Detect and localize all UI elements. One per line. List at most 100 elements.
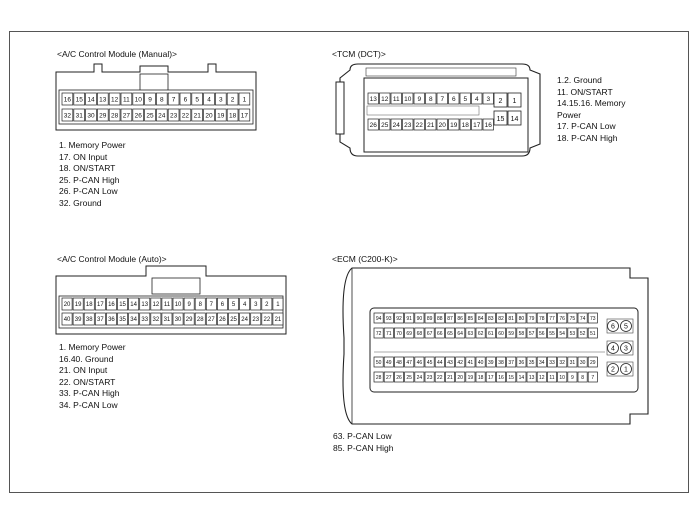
tcm-note: 14.15.16. Memory xyxy=(557,98,626,109)
ecm-pin-label-73: 73 xyxy=(590,316,596,322)
ecm-pin-cell-68 xyxy=(414,327,425,339)
ecm-pin-label-38: 38 xyxy=(498,360,504,366)
tcm-pin-label-7: 7 xyxy=(440,96,444,103)
auto-pin-label-32: 32 xyxy=(153,317,160,323)
ecm-pin-label-60: 60 xyxy=(498,331,504,337)
ecm-pin-cell-66 xyxy=(434,327,445,339)
auto-pin-cell-37 xyxy=(94,312,106,326)
tcm-note: 17. P-CAN Low xyxy=(557,121,616,132)
manual-pin-cell-24 xyxy=(156,108,168,122)
ecm-pin-cell-55 xyxy=(547,327,557,339)
ecm-pin-label-17: 17 xyxy=(488,375,494,381)
ecm-pin-label-44: 44 xyxy=(437,360,443,366)
ecm-pin-label-75: 75 xyxy=(570,316,576,322)
auto-pin-cell-15 xyxy=(117,297,128,311)
manual-pin-cell-3 xyxy=(215,92,227,106)
ecm-pin-label-93: 93 xyxy=(386,316,392,322)
ecm-pin-label-45: 45 xyxy=(427,360,433,366)
manual-pin-label-30: 30 xyxy=(87,112,95,119)
manual-pin-cell-2 xyxy=(226,92,239,106)
ecm-pin-cell-90 xyxy=(414,312,425,324)
ecm-pin-label-62: 62 xyxy=(478,331,484,337)
ecm-pin-label-25: 25 xyxy=(406,375,412,381)
manual-note: 1. Memory Power xyxy=(59,140,126,150)
ecm-pin-label-26: 26 xyxy=(396,375,402,381)
tcm-big-pin-label-14: 14 xyxy=(511,116,519,123)
ecm-pin-cell-44 xyxy=(434,356,445,368)
manual-pin-label-14: 14 xyxy=(87,96,95,103)
ecm-power-pin-label-4: 4 xyxy=(611,346,615,353)
ecm-pin-cell-12 xyxy=(536,371,547,383)
tcm-housing xyxy=(339,63,541,157)
ecm-pin-cell-75 xyxy=(567,312,578,324)
ecm-pin-cell-56 xyxy=(536,327,547,339)
ecm-pin-label-23: 23 xyxy=(427,375,433,381)
ecm-pin-label-74: 74 xyxy=(580,316,586,322)
ecm-pin-label-82: 82 xyxy=(498,316,504,322)
manual-pin-label-23: 23 xyxy=(170,112,178,119)
ecm-pin-cell-14 xyxy=(516,371,527,383)
auto-pin-cell-1 xyxy=(272,297,284,311)
ecm-pin-cell-59 xyxy=(506,327,517,339)
ecm-pin-cell-52 xyxy=(577,327,588,339)
ecm-power-pin-label-3: 3 xyxy=(624,346,628,353)
tcm-pin-cell-21 xyxy=(425,118,437,131)
ecm-pin-cell-39 xyxy=(485,356,496,368)
ecm-pin-label-91: 91 xyxy=(406,316,412,322)
auto-module-title: <A/C Control Module (Auto)> xyxy=(57,254,167,264)
auto-pin-cell-12 xyxy=(150,297,162,311)
ecm-pin-cell-21 xyxy=(445,371,455,383)
ecm-pin-cell-58 xyxy=(516,327,527,339)
ecm-pin-label-24: 24 xyxy=(417,375,423,381)
ecm-pin-cell-61 xyxy=(485,327,496,339)
ecm-power-pin-3 xyxy=(620,342,632,354)
ecm-pin-label-54: 54 xyxy=(559,331,565,337)
tcm-note: 11. ON/START xyxy=(557,86,613,97)
auto-pin-label-16: 16 xyxy=(108,302,115,308)
tcm-pin-cell-17 xyxy=(471,118,483,131)
tcm-top-rib xyxy=(365,67,517,77)
auto-pin-label-4: 4 xyxy=(243,302,247,308)
tcm-pin-cell-7 xyxy=(436,92,448,105)
manual-pin-cell-12 xyxy=(108,92,121,106)
manual-pin-label-15: 15 xyxy=(76,96,84,103)
auto-pin-label-27: 27 xyxy=(208,317,215,323)
manual-pin-label-10: 10 xyxy=(135,96,143,103)
auto-pin-label-26: 26 xyxy=(219,317,226,323)
auto-pin-cell-31 xyxy=(161,312,173,326)
auto-pin-cell-20 xyxy=(61,297,73,311)
ecm-pin-cell-91 xyxy=(404,312,415,324)
ecm-pin-cell-51 xyxy=(587,327,598,339)
ecm-pin-cell-65 xyxy=(445,327,455,339)
tcm-big-pin-label-1: 1 xyxy=(513,98,517,105)
ecm-pin-label-31: 31 xyxy=(570,360,576,366)
manual-pin-label-31: 31 xyxy=(76,112,84,119)
ecm-power-pin-2 xyxy=(607,363,619,375)
auto-pin-label-5: 5 xyxy=(232,302,236,308)
manual-pin-cell-14 xyxy=(85,92,97,106)
ecm-pin-cell-49 xyxy=(383,356,394,368)
auto-pin-cell-11 xyxy=(161,297,173,311)
ecm-power-pin-1 xyxy=(620,363,632,375)
ecm-power-pin-label-2: 2 xyxy=(611,367,615,374)
tcm-pin-label-17: 17 xyxy=(473,122,481,129)
auto-pin-label-10: 10 xyxy=(175,302,182,308)
manual-pin-cell-8 xyxy=(156,92,168,106)
ecm-pin-cell-10 xyxy=(557,371,568,383)
ecm-power-pin-label-6: 6 xyxy=(611,324,615,331)
ecm-pin-label-20: 20 xyxy=(457,375,463,381)
auto-pin-cell-23 xyxy=(250,312,262,326)
manual-pin-cell-22 xyxy=(179,108,192,122)
ecm-pin-cell-36 xyxy=(516,356,527,368)
ecm-pin-label-56: 56 xyxy=(539,331,545,337)
auto-pin-cell-39 xyxy=(72,312,84,326)
ecm-power-pin-label-1: 1 xyxy=(624,367,628,374)
tcm-pin-label-19: 19 xyxy=(450,122,458,129)
ecm-pin-label-76: 76 xyxy=(559,316,565,322)
tcm-pin-cell-12 xyxy=(379,92,391,105)
ecm-pin-cell-20 xyxy=(455,371,466,383)
ecm-pin-cell-42 xyxy=(455,356,466,368)
ecm-pin-cell-45 xyxy=(424,356,435,368)
tcm-center-rib xyxy=(366,105,480,116)
ecm-pin-cell-40 xyxy=(475,356,486,368)
